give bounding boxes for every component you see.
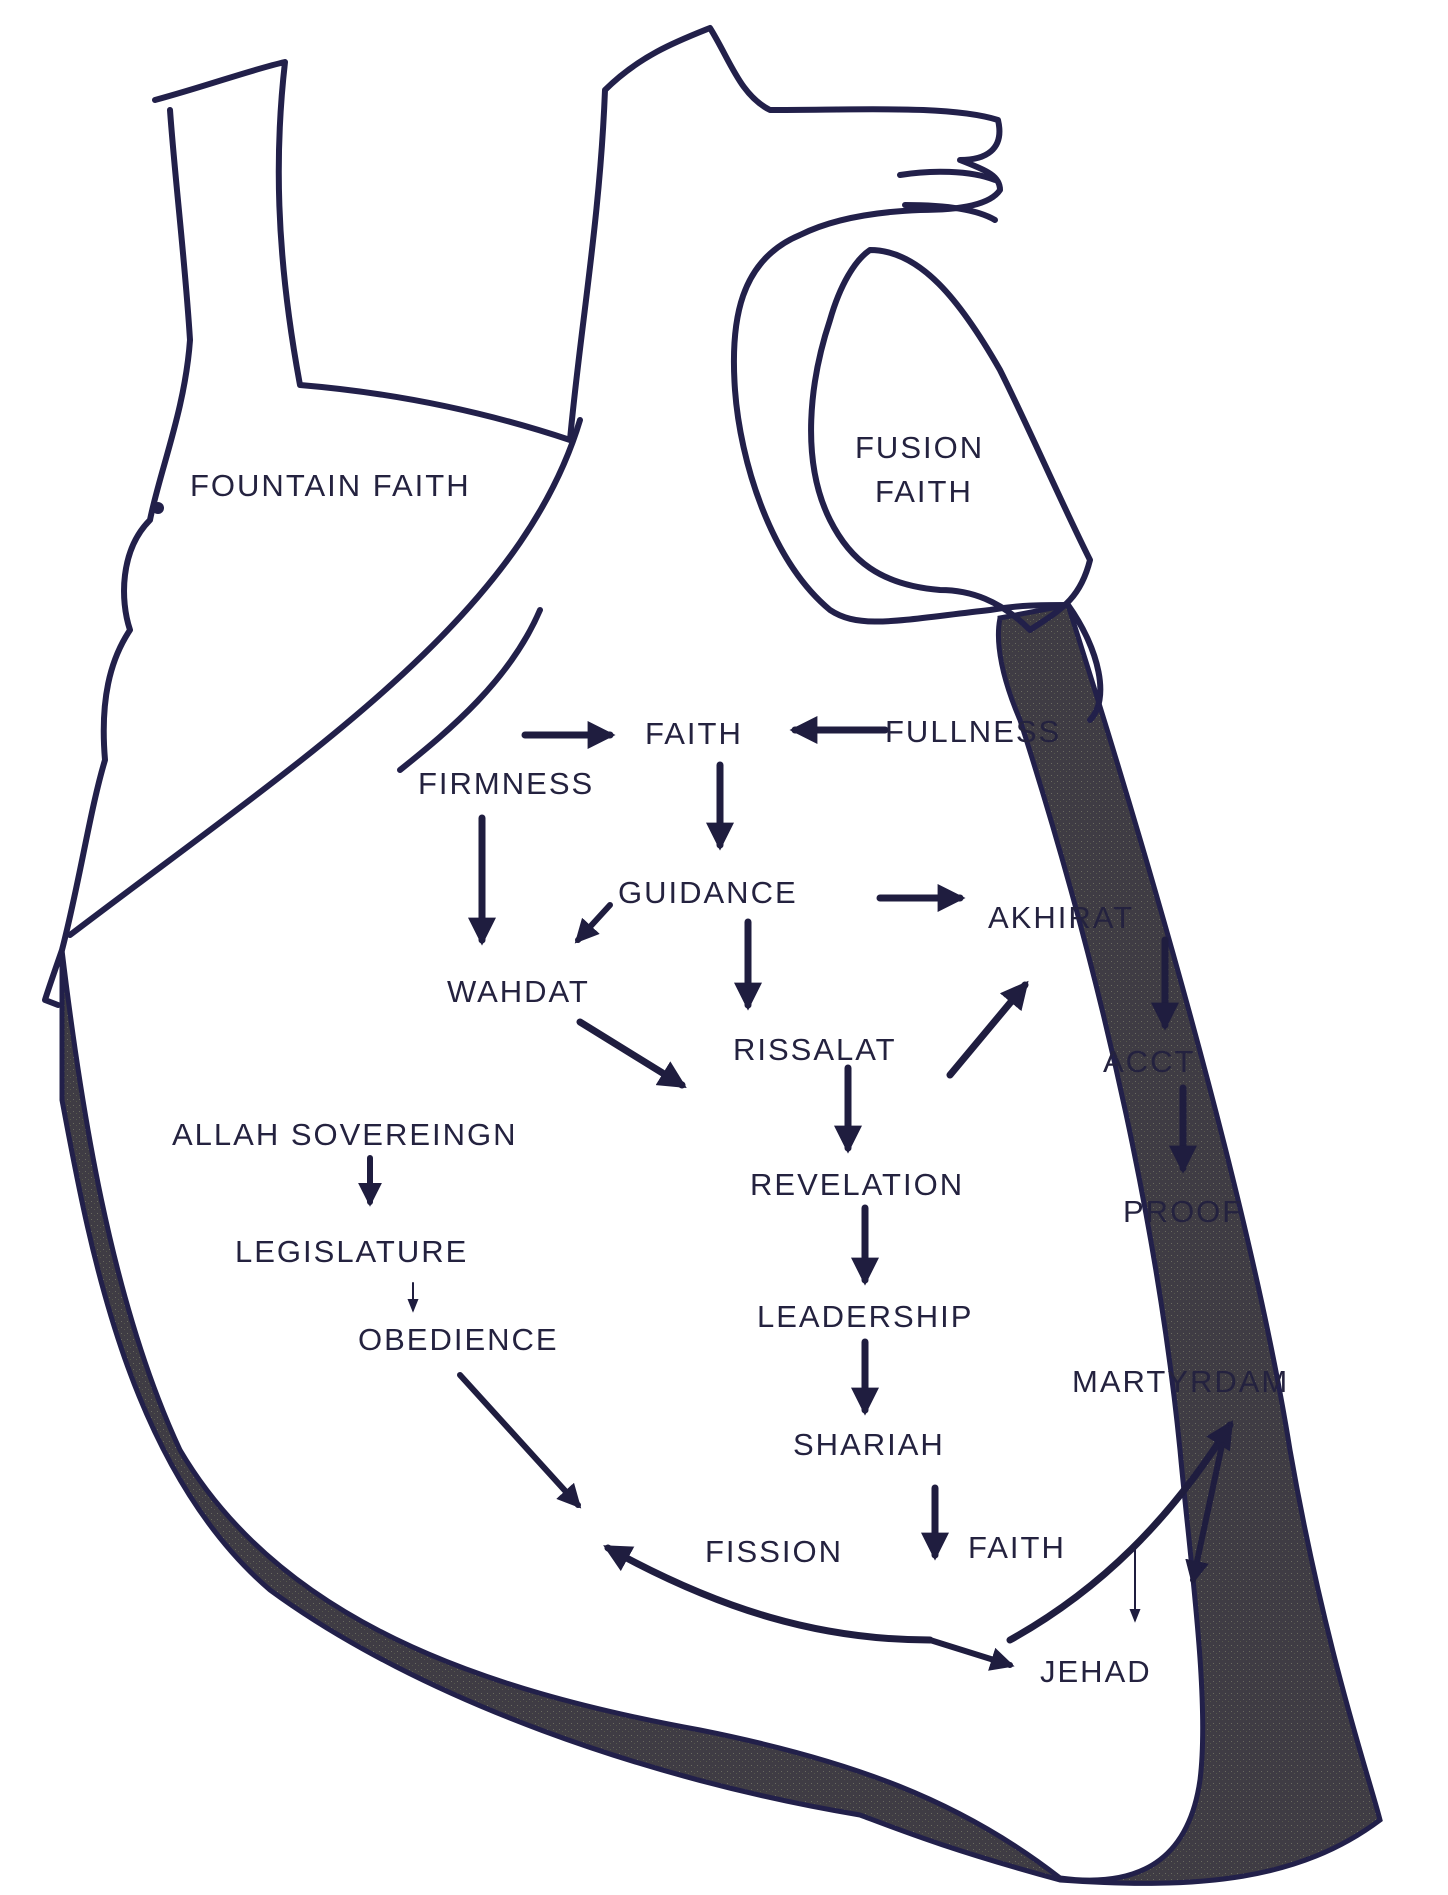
label-rissalat: RISSALAT bbox=[733, 1032, 897, 1067]
label-guidance: GUIDANCE bbox=[618, 875, 798, 910]
arrow-to-jehad bbox=[930, 1640, 1010, 1665]
label-faith-top: FAITH bbox=[645, 716, 743, 751]
diagram-labels: FOUNTAIN FAITH FUSION FAITH FAITH FULLNE… bbox=[172, 430, 1289, 1689]
label-acct: ACCT bbox=[1103, 1044, 1195, 1079]
label-proof: PROOF bbox=[1123, 1194, 1243, 1229]
label-firmness: FIRMNESS bbox=[418, 766, 594, 801]
label-martyrdam: MARTYRDAM bbox=[1072, 1364, 1289, 1399]
label-allah-sovereign: ALLAH SOVEREINGN bbox=[172, 1117, 518, 1152]
label-fountain-faith: FOUNTAIN FAITH bbox=[190, 468, 471, 503]
arrow-wahdat-rissalat bbox=[580, 1022, 682, 1085]
label-wahdat: WAHDAT bbox=[447, 974, 590, 1009]
label-faith-bottom: FAITH bbox=[968, 1530, 1066, 1565]
label-akhirat: AKHIRAT bbox=[988, 900, 1134, 935]
arrow-obedience-fission bbox=[460, 1375, 578, 1505]
label-fusion-faith: FAITH bbox=[875, 474, 973, 509]
atrium-inner-line bbox=[400, 610, 540, 770]
vessel-node bbox=[152, 502, 164, 514]
label-fusion: FUSION bbox=[855, 430, 984, 465]
label-jehad: JEHAD bbox=[1040, 1654, 1152, 1689]
label-fission: FISSION bbox=[705, 1534, 843, 1569]
label-fullness: FULLNESS bbox=[885, 714, 1061, 749]
label-leadership: LEADERSHIP bbox=[757, 1299, 973, 1334]
arrow-guidance-wahdat bbox=[578, 905, 610, 940]
label-revelation: REVELATION bbox=[750, 1167, 964, 1202]
label-obedience: OBEDIENCE bbox=[358, 1322, 559, 1357]
label-shariah: SHARIAH bbox=[793, 1427, 945, 1462]
arrow-rissalat-akhirat bbox=[950, 985, 1025, 1075]
label-legislature: LEGISLATURE bbox=[235, 1234, 468, 1269]
